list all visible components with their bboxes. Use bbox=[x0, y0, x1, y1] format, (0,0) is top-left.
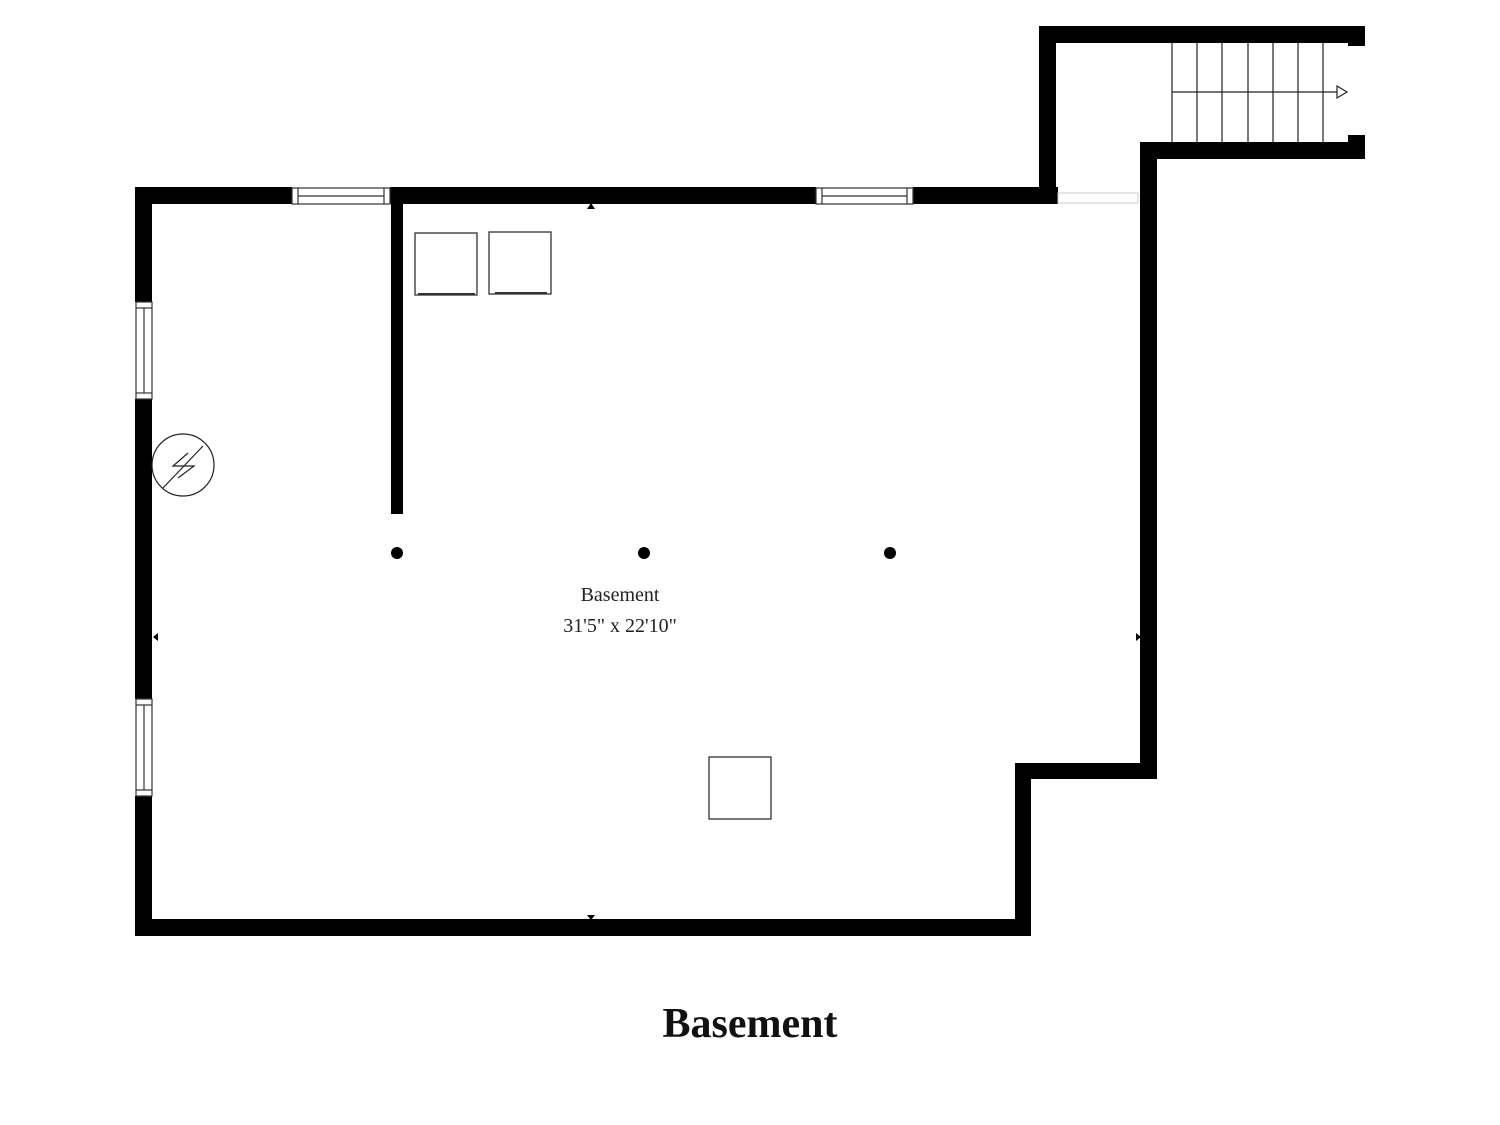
window-left-upper bbox=[135, 301, 153, 400]
column bbox=[638, 547, 650, 559]
room-dimensions-label: 31'5" x 22'10" bbox=[563, 615, 677, 637]
marker-top-icon bbox=[587, 203, 595, 209]
appliance-washer bbox=[414, 232, 478, 296]
column bbox=[884, 547, 896, 559]
support-columns bbox=[391, 547, 896, 559]
doorway bbox=[1057, 192, 1139, 204]
electrical-panel-icon bbox=[151, 433, 215, 497]
floor-fixture bbox=[708, 756, 772, 820]
room-name-label: Basement bbox=[580, 584, 660, 606]
column bbox=[391, 547, 403, 559]
walls bbox=[135, 26, 1365, 936]
staircase bbox=[1171, 43, 1349, 142]
window-top-left bbox=[291, 187, 391, 205]
windows bbox=[135, 187, 914, 797]
appliance-dryer bbox=[488, 231, 552, 295]
marker-left-icon bbox=[153, 633, 158, 641]
marker-bottom-icon bbox=[587, 915, 595, 920]
dimension-markers bbox=[153, 203, 1141, 920]
appliances bbox=[414, 231, 552, 296]
floor-title: Basement bbox=[662, 1001, 838, 1047]
stair-direction-arrow-icon bbox=[1336, 84, 1349, 100]
window-left-lower bbox=[135, 698, 153, 797]
window-top-right bbox=[815, 187, 914, 205]
marker-right-icon bbox=[1136, 633, 1141, 641]
